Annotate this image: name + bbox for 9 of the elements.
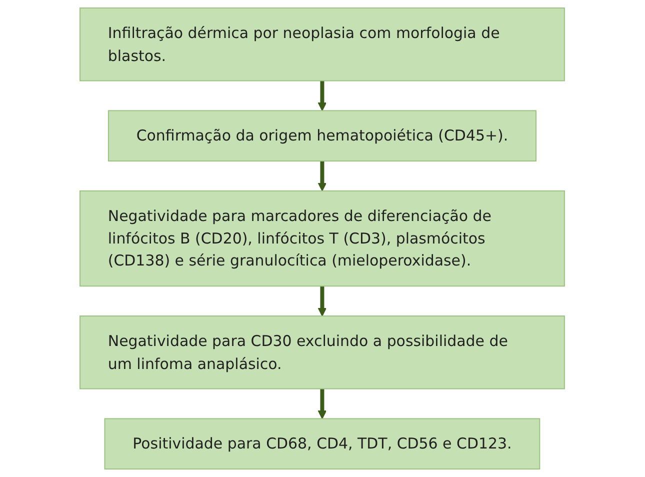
arrow <box>318 286 327 316</box>
arrow <box>318 388 327 420</box>
node-box: Confirmação da origem hematopoiética (CD45+). <box>108 110 537 162</box>
arrow <box>318 161 327 192</box>
arrow <box>318 80 327 112</box>
node-box: Positividade para CD68, CD4, TDT, CD56 e CD123. <box>104 418 540 470</box>
node-box: Infiltração dérmica por neoplasia com morfologia de blastos. <box>80 7 566 82</box>
node-box: Negatividade para marcadores de diferenciação de linfócitos B (CD20), linfócitos T (CD3), plasmócitos (CD138) e série granulocítica (mieloperoxidase). <box>80 190 566 287</box>
node-box: Negatividade para CD30 excluindo a possibilidade de um linfoma anaplásico. <box>80 316 566 390</box>
